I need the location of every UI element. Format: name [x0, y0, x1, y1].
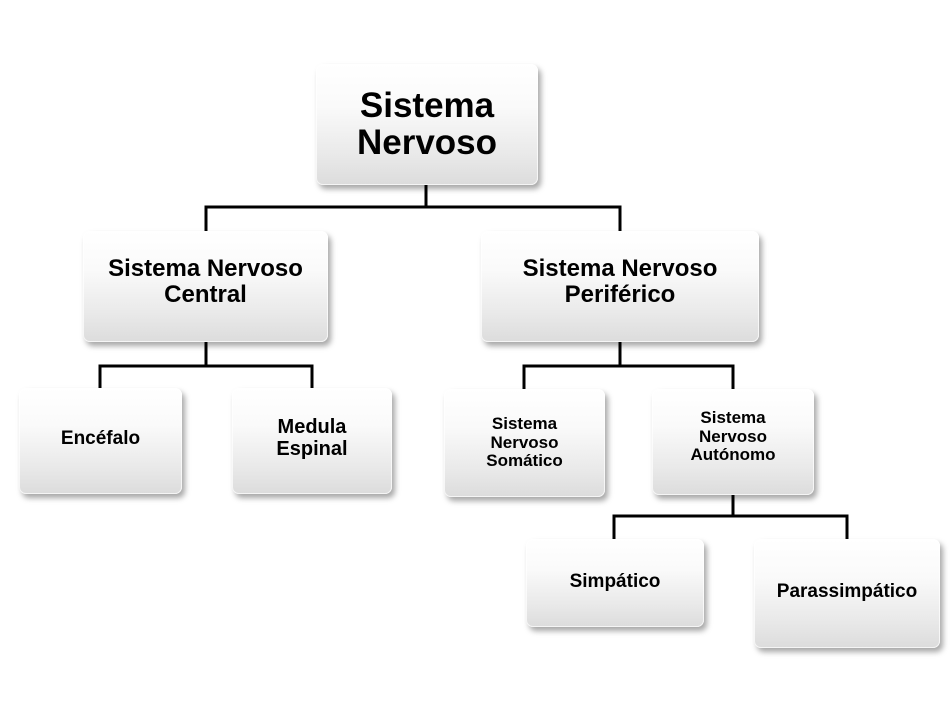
node-somatico-line2: Nervoso: [490, 432, 559, 452]
node-sistema-nervoso-central: Sistema Nervoso Central: [83, 231, 328, 342]
node-periferico-line1: Sistema Nervoso: [522, 254, 718, 282]
node-encefalo: Encéfalo: [19, 388, 182, 494]
node-somatico-line1: Sistema: [491, 414, 558, 434]
node-periferico-line2: Periférico: [564, 280, 676, 308]
node-autonomo-line1: Sistema: [700, 408, 766, 428]
connector-root-to-level1: [204, 183, 622, 233]
node-autonomo-line2: Nervoso: [698, 426, 767, 446]
node-central-line1: Sistema Nervoso: [108, 254, 303, 282]
node-medula-line2: Espinal: [276, 438, 348, 460]
node-sistema-nervoso: Sistema Nervoso: [316, 64, 538, 185]
node-medula-line1: Medula: [277, 416, 347, 439]
node-autonomo-line3: Autónomo: [690, 445, 776, 465]
node-simpatico: Simpático: [526, 539, 704, 627]
node-sistema-nervoso-periferico: Sistema Nervoso Periférico: [481, 231, 759, 342]
node-parassimpatico: Parassimpático: [754, 539, 940, 648]
node-sistema-nervoso-somatico: Sistema Nervoso Somático: [444, 389, 605, 497]
connector-periferico-to-children: [522, 340, 735, 391]
node-simpatico-label: Simpático: [569, 570, 661, 592]
node-somatico-line3: Somático: [486, 451, 563, 471]
node-sistema-nervoso-line2: Nervoso: [356, 122, 498, 162]
connector-autonomo-to-children: [612, 493, 849, 541]
node-central-line2: Central: [164, 280, 247, 308]
connector-central-to-children: [98, 340, 314, 390]
node-sistema-nervoso-line1: Sistema: [359, 85, 495, 125]
node-parassimpatico-label: Parassimpático: [776, 581, 918, 603]
node-medula-espinal: Medula Espinal: [232, 388, 392, 494]
node-encefalo-label: Encéfalo: [60, 427, 141, 449]
node-sistema-nervoso-autonomo: Sistema Nervoso Autónomo: [652, 389, 814, 495]
